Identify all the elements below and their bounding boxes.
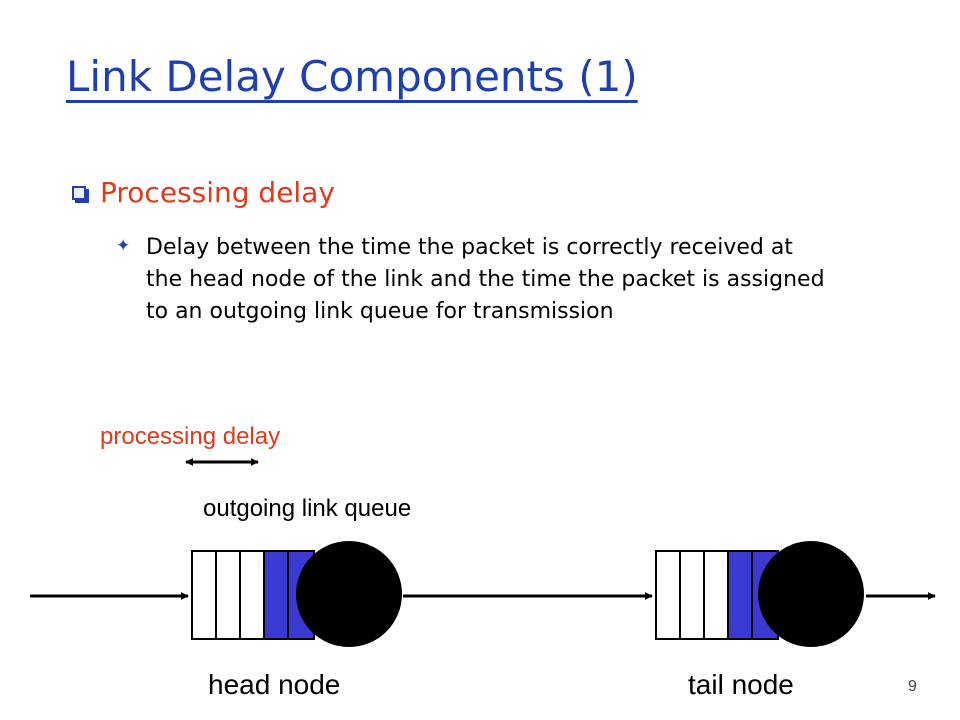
queue-slot-filled [263,550,289,640]
head-node-label: head node [208,669,340,700]
queue-slot-empty [215,550,241,640]
checkbox-icon [72,185,86,200]
four-point-star-icon: ✦ [116,236,131,256]
tail-node-circle [758,541,864,647]
processing-delay-label: processing delay [100,423,280,450]
page-number: 9 [908,678,917,695]
queue-slot-empty [239,550,265,640]
bullet-level2-text: Delay between the time the packet is cor… [146,235,825,324]
bullet-level1: Processing delay [72,176,335,209]
head-queue [191,550,315,640]
queue-slot-filled [727,550,753,640]
queue-label: outgoing link queue [203,495,411,522]
queue-slot-empty [679,550,705,640]
bullet-level2: ✦ Delay between the time the packet is c… [116,232,836,328]
slide-title: Link Delay Components (1) [66,52,638,101]
queue-slot-empty [703,550,729,640]
queue-slot-empty [655,550,681,640]
head-node-circle [296,541,402,647]
bullet-level1-text: Processing delay [100,176,335,209]
tail-node-label: tail node [688,669,794,700]
queue-slot-empty [191,550,217,640]
